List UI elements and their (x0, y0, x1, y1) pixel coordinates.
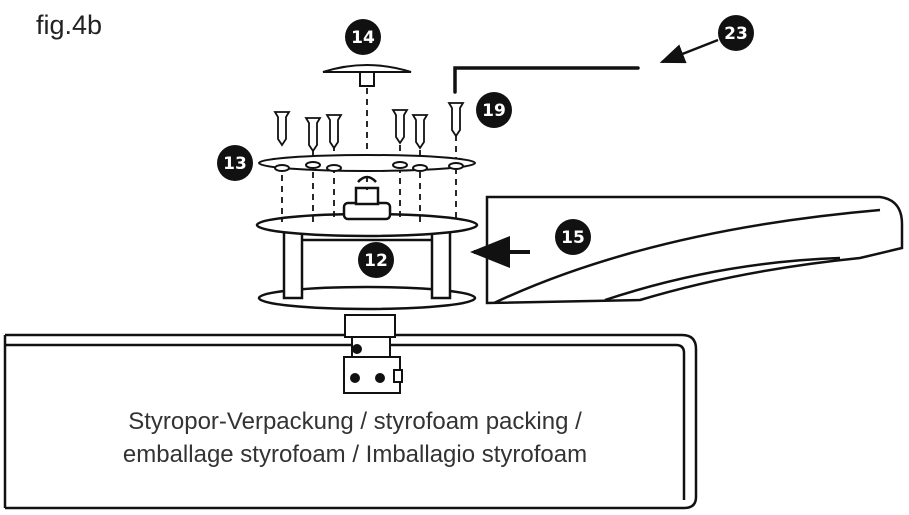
part-badge-19: 19 (476, 92, 512, 128)
figure-label: fig.4b (36, 10, 103, 40)
packing-caption: Styropor-Verpackung / styrofoam packing … (60, 405, 650, 471)
mounting-bracket (343, 314, 403, 394)
part-label-15: 15 (561, 228, 585, 248)
cover-plate (258, 154, 476, 172)
caption-line-2: emballage styrofoam / Imballagio styrofo… (122, 441, 588, 468)
part-label-14: 14 (351, 28, 375, 48)
part-badge-12: 12 (358, 242, 394, 278)
allen-key-arrow (659, 38, 719, 64)
styrofoam-packing (3, 333, 698, 510)
allen-key (453, 66, 640, 94)
caption-line-1: Styropor-Verpackung / styrofoam packing … (128, 408, 582, 435)
screws (273, 102, 465, 153)
part-badge-15: 15 (555, 219, 591, 255)
part-label-19: 19 (482, 101, 506, 121)
part-badge-14: 14 (345, 19, 381, 55)
hub-wheel (255, 175, 479, 311)
part-badge-23: 23 (718, 15, 754, 51)
part-label-12: 12 (364, 251, 388, 271)
part-badge-13: 13 (217, 145, 253, 181)
part-label-13: 13 (223, 154, 247, 174)
cap (322, 64, 412, 87)
part-label-23: 23 (724, 24, 748, 44)
motor-arm (485, 195, 904, 305)
